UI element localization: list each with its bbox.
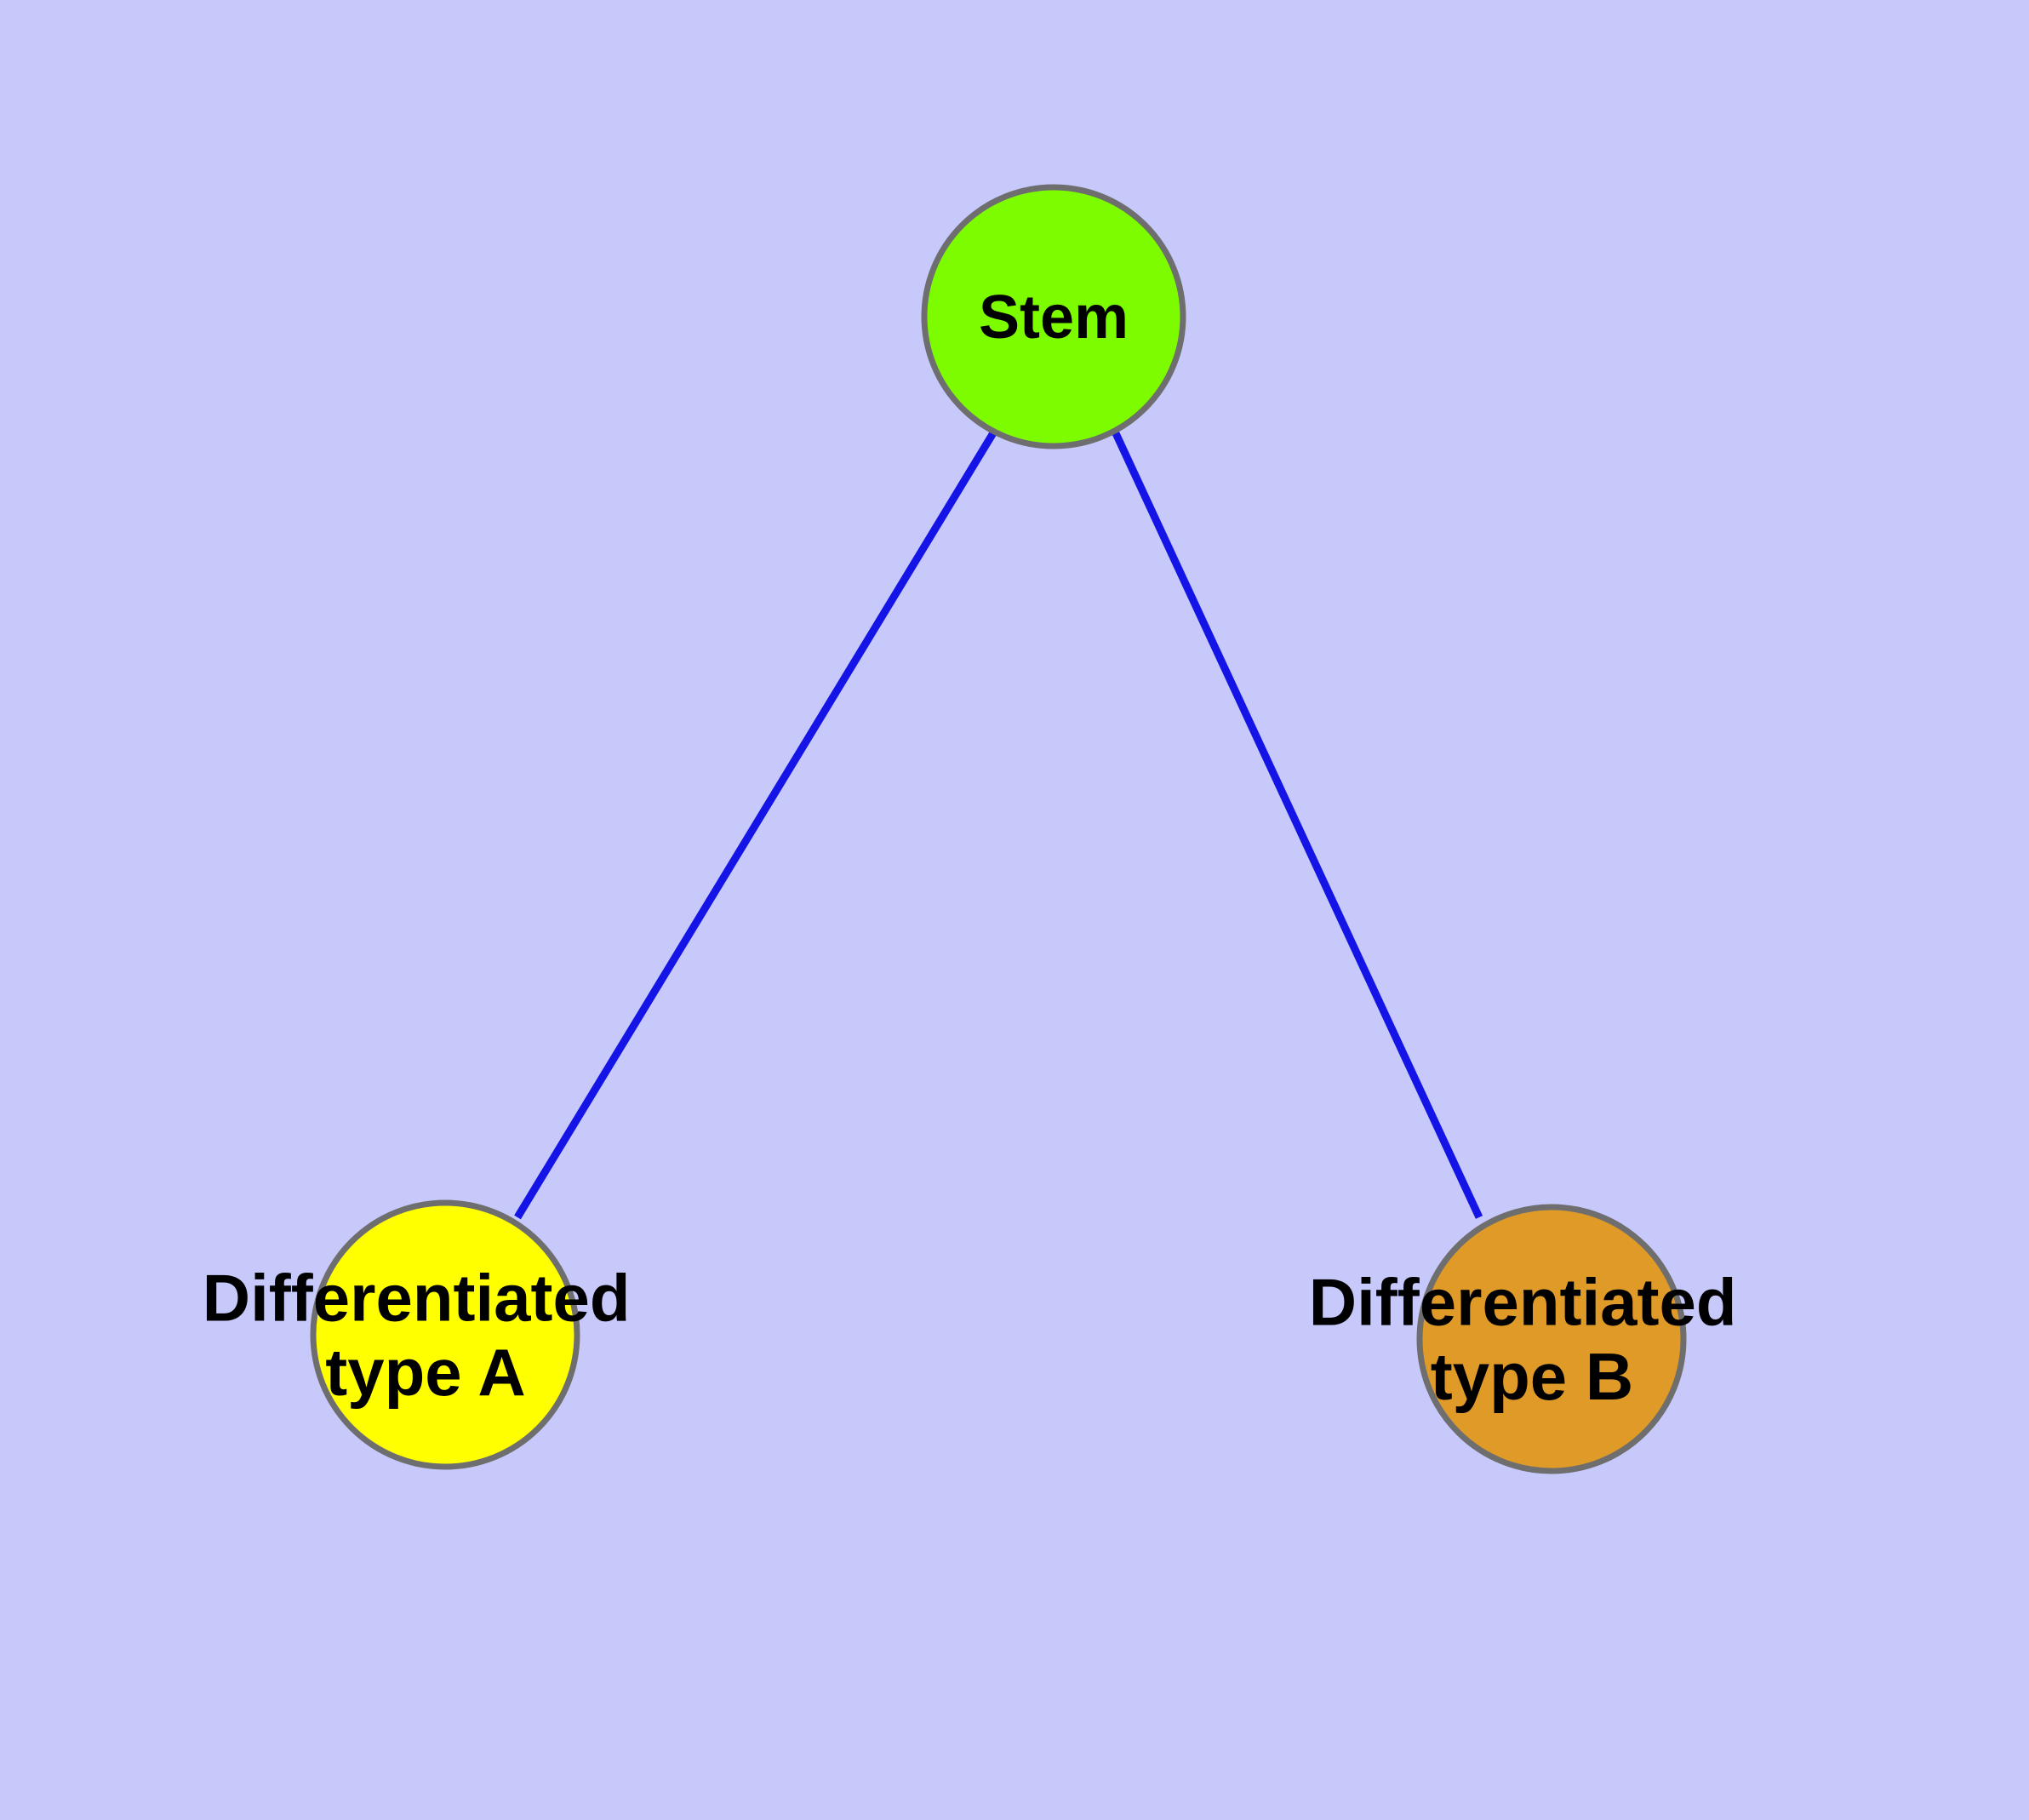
- node-diff-a[interactable]: Differentiated type A: [203, 1199, 649, 1470]
- node-stem-label: Stem: [979, 283, 1129, 352]
- node-diff-a-label-line-2: type A: [325, 1335, 526, 1410]
- node-diff-b[interactable]: Differentiated type B: [1309, 1204, 1755, 1474]
- node-diff-a-label-line-1: Differentiated: [203, 1261, 631, 1336]
- node-diff-b-label-line-2: type B: [1431, 1339, 1633, 1414]
- edge-stem-to-diff-a[interactable]: [514, 429, 997, 1220]
- node-diff-a-label: Differentiated type A: [203, 1261, 649, 1410]
- node-diff-b-label: Differentiated type B: [1309, 1265, 1755, 1414]
- node-diff-b-label-line-1: Differentiated: [1309, 1265, 1737, 1340]
- edge-stem-to-diff-b[interactable]: [1112, 432, 1483, 1219]
- node-diff-b-circle[interactable]: [1416, 1204, 1687, 1474]
- node-stem-circle[interactable]: [921, 184, 1186, 449]
- node-diff-a-circle[interactable]: [310, 1199, 580, 1470]
- node-stem-label-line-1: Stem: [979, 283, 1129, 352]
- node-stem[interactable]: Stem: [921, 184, 1186, 449]
- node-layer: Stem Differentiated type A Differentiate…: [203, 184, 1755, 1474]
- edge-layer: [514, 429, 1483, 1220]
